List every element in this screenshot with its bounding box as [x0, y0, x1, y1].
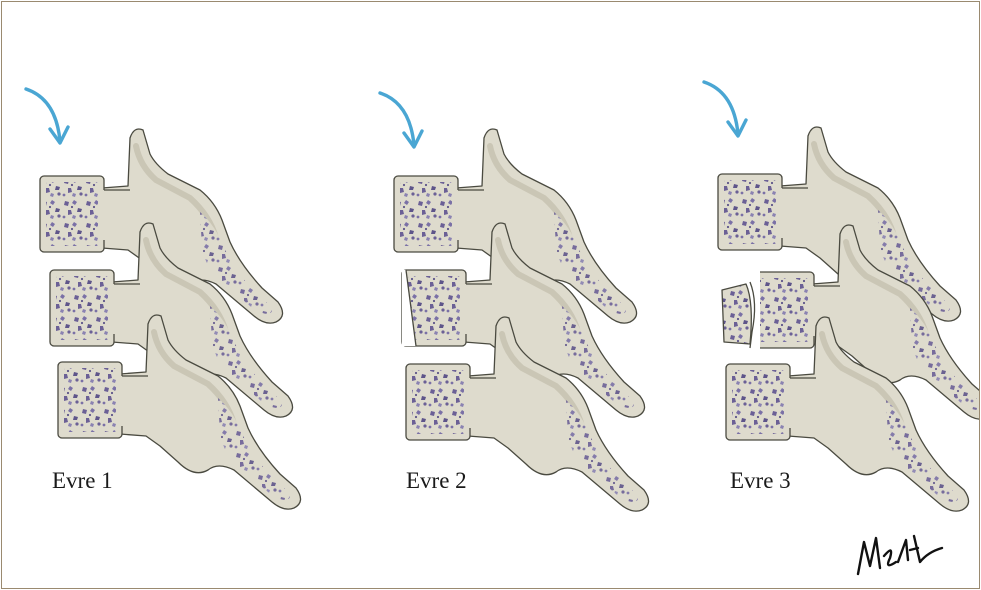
curved-arrow-icon — [380, 93, 422, 147]
curved-arrow-icon — [704, 82, 746, 136]
stage-3-group — [704, 82, 979, 511]
stage-label-2: Evre 2 — [406, 468, 467, 494]
stage-label-1: Evre 1 — [52, 468, 113, 494]
curved-arrow-icon — [26, 89, 68, 143]
signature-mark — [854, 522, 946, 580]
stage-label-3: Evre 3 — [730, 468, 791, 494]
stage-1-group — [26, 89, 301, 509]
stage-2-group — [380, 93, 649, 511]
